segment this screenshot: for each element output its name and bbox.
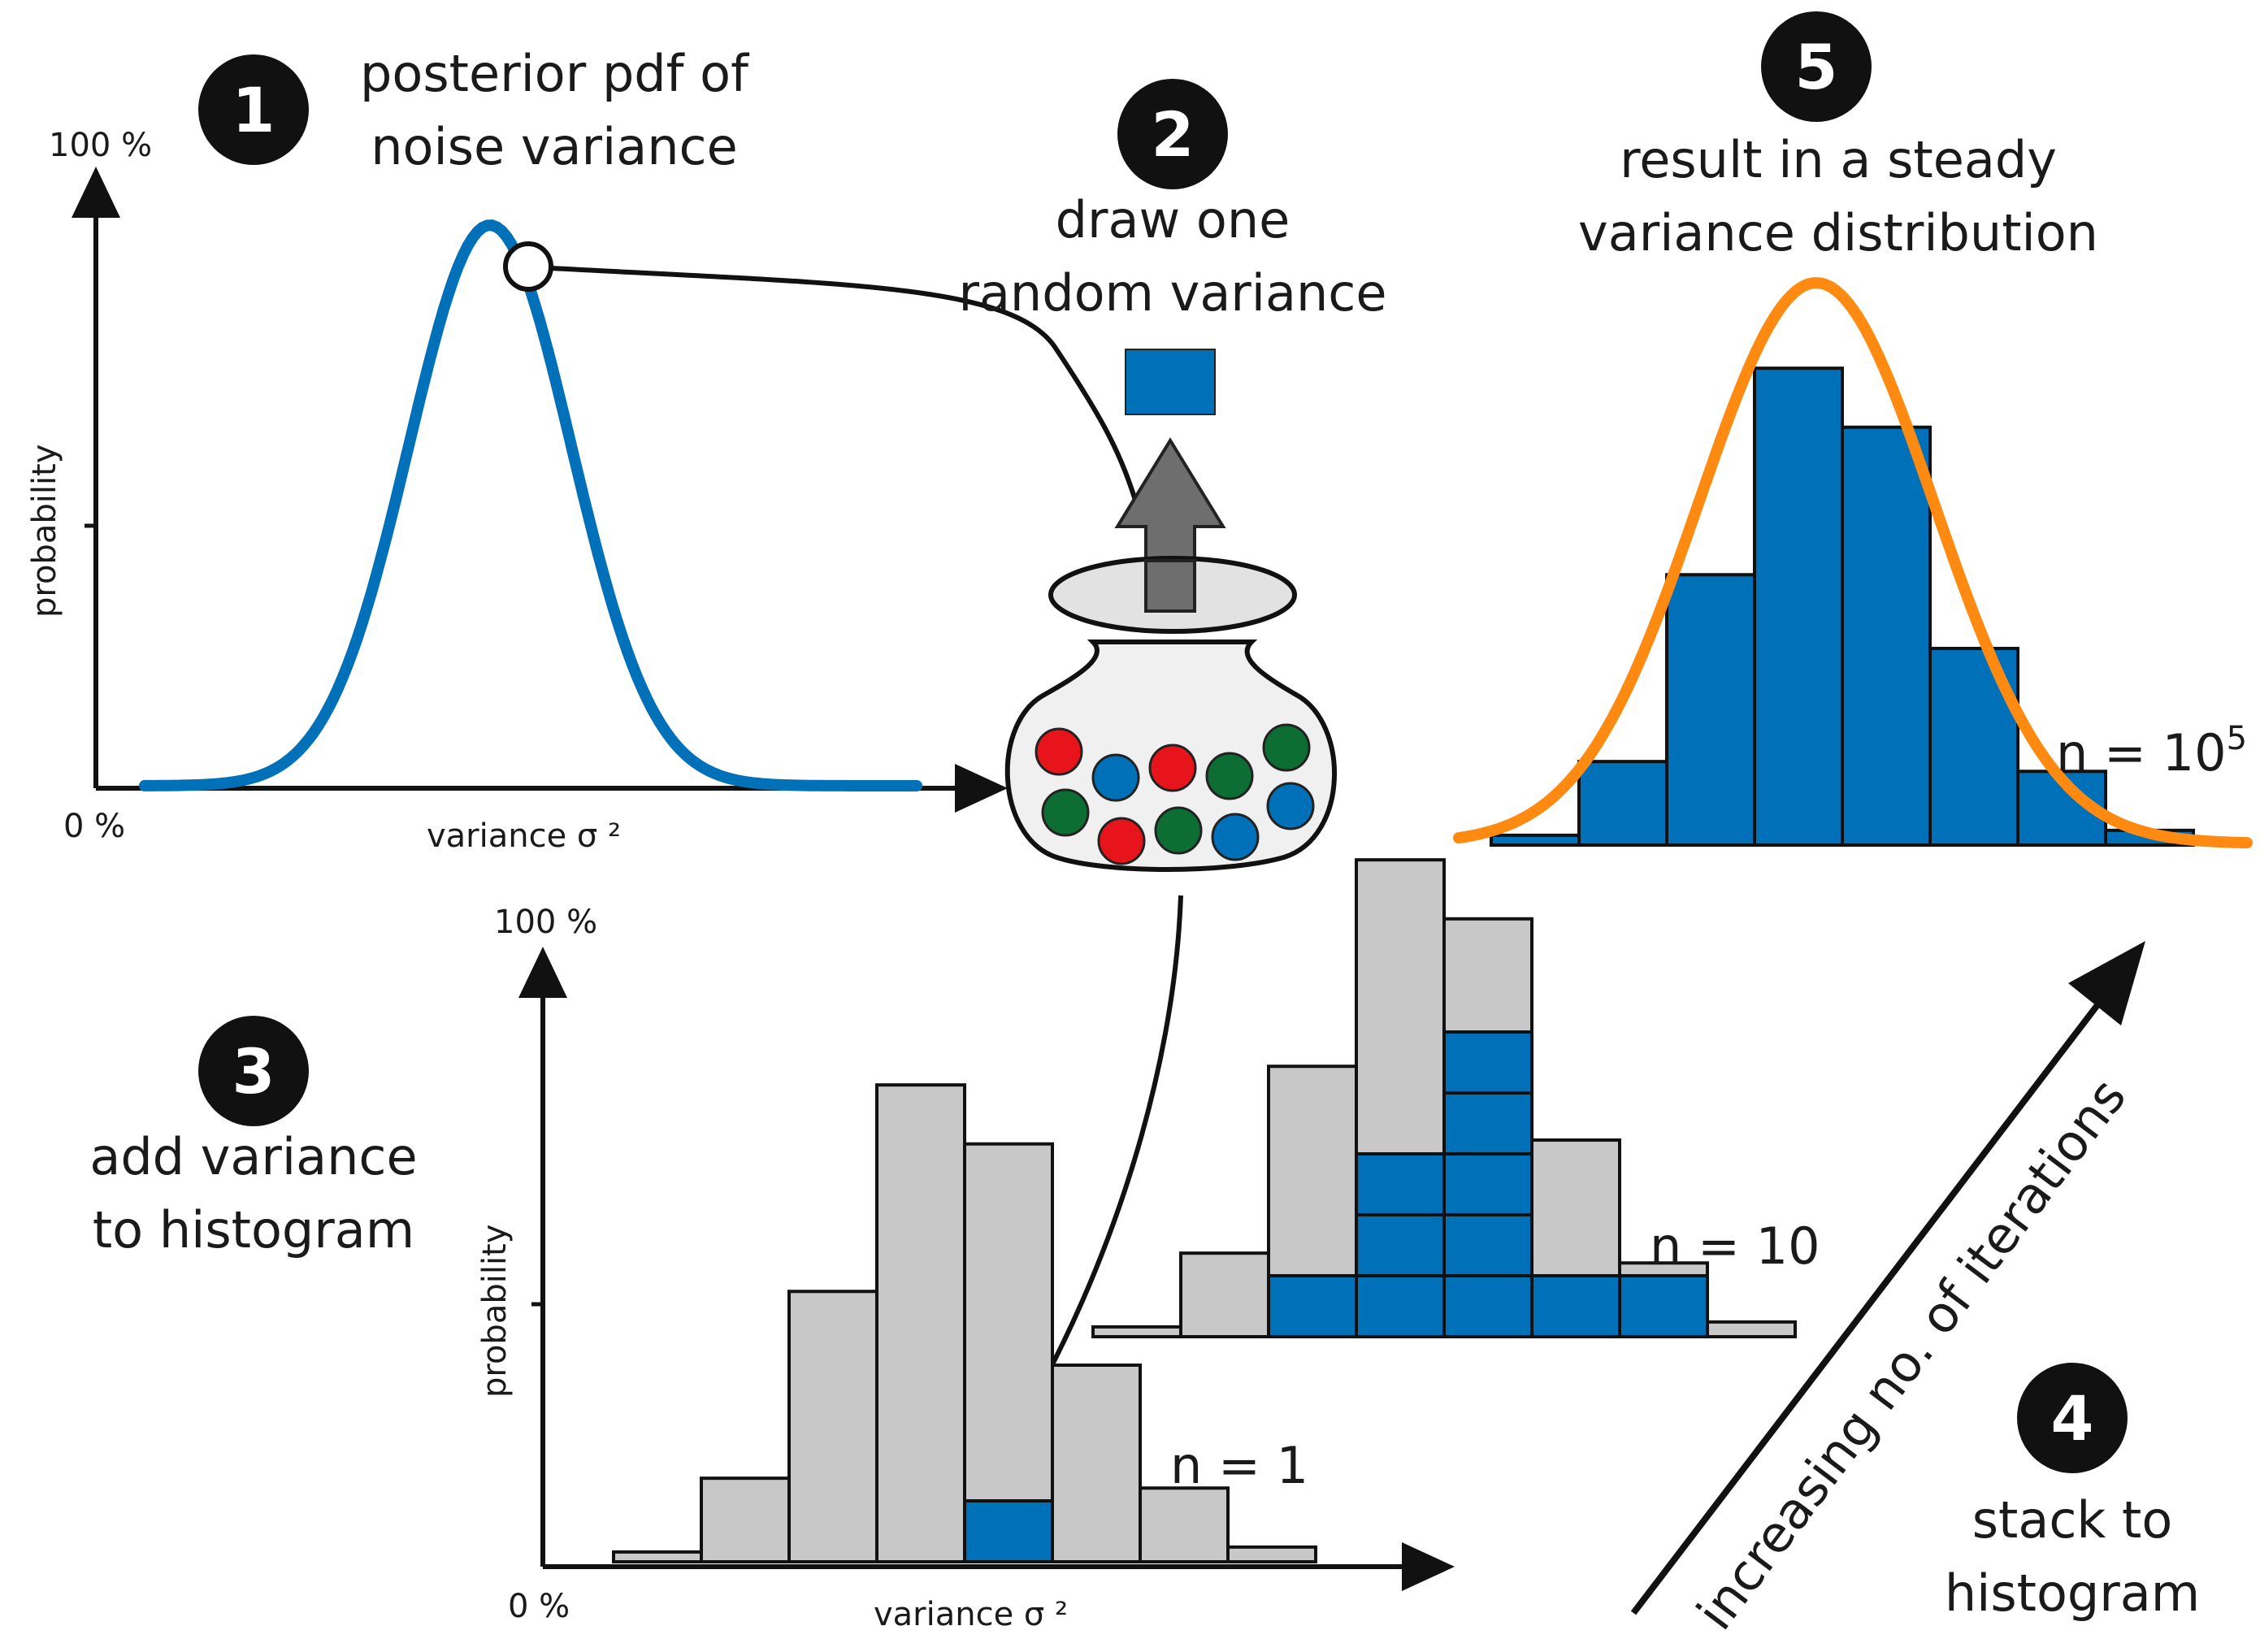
ball-blue xyxy=(1211,813,1260,861)
reference-bar xyxy=(1139,1486,1230,1563)
result-bar xyxy=(1841,425,1932,847)
reference-bar xyxy=(1706,1320,1797,1338)
hist-y-top-label: 100 % xyxy=(494,904,597,941)
sample-block xyxy=(1442,1030,1533,1095)
pdf-y-top-label: 100 % xyxy=(49,127,152,164)
step-4: 4 stack to histogram xyxy=(1945,1363,2200,1623)
histogram-n10 xyxy=(1091,858,1797,1339)
sample-block xyxy=(1355,1152,1446,1216)
result-bar xyxy=(1753,366,1844,847)
pdf-y-axis-arrowhead xyxy=(72,167,120,218)
step-label-line: add variance xyxy=(89,1127,417,1186)
ball-red xyxy=(1148,744,1197,792)
result-bar xyxy=(1665,573,1756,847)
reference-bar xyxy=(700,1476,791,1564)
hist-panel: 100 % 0 % probability variance σ ² xyxy=(476,904,1455,1633)
label-n1e5-base: n = 10 xyxy=(2056,723,2227,783)
pdf-x-axis-arrowhead xyxy=(955,764,1008,813)
step-5: 5 result in a steady variance distribution xyxy=(1578,11,2098,262)
sample-block xyxy=(1618,1274,1709,1338)
label-n10: n = 10 xyxy=(1650,1216,1820,1276)
step-label-line: variance distribution xyxy=(1578,203,2098,262)
step-3: 3 add variance to histogram xyxy=(89,1016,418,1260)
histogram-n1e5 xyxy=(1490,366,2195,848)
step-label-line: draw one xyxy=(1056,190,1290,249)
sample-point-marker xyxy=(503,241,553,292)
hist-y-axis-arrowhead xyxy=(518,947,567,998)
urn-balls xyxy=(1035,723,1315,865)
ball-blue xyxy=(1091,753,1140,802)
step-number: 4 xyxy=(2051,1382,2094,1455)
reference-bar xyxy=(1091,1325,1182,1339)
draw-arrow-stem-over-rim xyxy=(1144,559,1196,613)
pdf-xlabel: variance σ ² xyxy=(427,817,621,855)
histogram-n1 xyxy=(612,1083,1317,1564)
urn-to-histogram-connector xyxy=(1023,895,1183,1416)
step-badge xyxy=(198,54,309,165)
ball-red xyxy=(1035,727,1083,776)
reference-bar xyxy=(875,1083,966,1563)
hist-y-bottom-label: 0 % xyxy=(508,1588,570,1625)
reference-bar xyxy=(1051,1364,1142,1563)
step-label-line: histogram xyxy=(1945,1563,2200,1623)
reference-bar xyxy=(787,1290,878,1563)
step-badge xyxy=(1761,11,1872,122)
step-1: 1 posterior pdf of noise variance xyxy=(198,44,750,176)
label-n1: n = 1 xyxy=(1170,1436,1308,1495)
reference-bar xyxy=(963,1142,1054,1563)
sample-block xyxy=(1355,1274,1446,1338)
ball-green xyxy=(1205,752,1254,800)
result-bar xyxy=(1490,833,1581,848)
pdf-y-bottom-label: 0 % xyxy=(63,808,125,845)
sample-block xyxy=(1442,1091,1533,1156)
step-badge xyxy=(1117,79,1228,189)
step-number: 3 xyxy=(232,1035,275,1108)
step-number: 2 xyxy=(1152,98,1195,171)
step-badge xyxy=(2017,1363,2128,1473)
step-label-line: result in a steady xyxy=(1620,130,2057,189)
hist-x-axis-arrowhead xyxy=(1402,1542,1455,1591)
pdf-ylabel: probability xyxy=(26,444,63,618)
sample-block xyxy=(1442,1213,1533,1277)
hist-xlabel: variance σ ² xyxy=(874,1596,1068,1633)
step-label-line: stack to xyxy=(1972,1490,2173,1550)
label-n1e5: n = 105 xyxy=(2056,720,2247,783)
step-label-line: posterior pdf of xyxy=(360,44,750,103)
ball-green xyxy=(1041,788,1090,837)
step-label-line: to histogram xyxy=(93,1200,414,1260)
sample-block xyxy=(1267,1274,1358,1338)
step-badge xyxy=(198,1016,309,1126)
urn xyxy=(1004,349,1337,872)
sample-block xyxy=(1442,1152,1533,1216)
iterations-arrowhead xyxy=(2068,941,2145,1025)
reference-bar xyxy=(612,1550,703,1564)
step-label-line: random variance xyxy=(958,263,1386,323)
ball-green xyxy=(1154,806,1203,855)
ball-green xyxy=(1262,723,1311,772)
result-bar xyxy=(1577,760,1668,848)
label-n1e5-exp: 5 xyxy=(2227,720,2247,757)
iterations-arrow xyxy=(1630,993,2108,1615)
reference-bar xyxy=(1226,1545,1317,1563)
sample-block xyxy=(1355,1213,1446,1277)
iterations-label: increasing no. of iterations xyxy=(1685,1068,2138,1641)
sample-block xyxy=(963,1499,1054,1563)
drawn-sample-square xyxy=(1125,349,1216,415)
step-2: 2 draw one random variance xyxy=(958,79,1387,323)
hist-ylabel: probability xyxy=(476,1225,514,1398)
pdf-panel: 100 % 0 % probability variance σ ² xyxy=(26,127,1008,855)
ball-red xyxy=(1097,817,1146,865)
sample-block xyxy=(1442,1274,1533,1338)
pdf-curve xyxy=(139,219,922,791)
step-label-line: noise variance xyxy=(371,117,738,176)
sample-block xyxy=(1530,1274,1621,1338)
step-number: 5 xyxy=(1795,31,1838,103)
fitted-distribution-curve xyxy=(1453,277,2253,849)
step-number: 1 xyxy=(232,74,275,146)
sample-to-urn-connector xyxy=(550,266,1140,509)
reference-bar xyxy=(1179,1251,1270,1339)
ball-blue xyxy=(1266,782,1315,830)
